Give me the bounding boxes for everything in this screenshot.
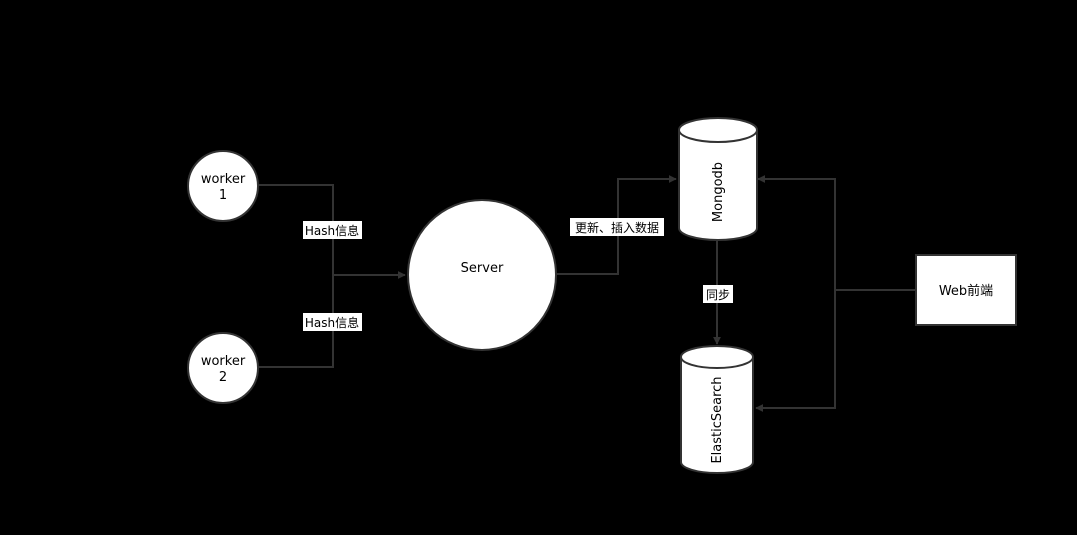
- svg-text:Hash信息: Hash信息: [305, 223, 359, 238]
- edge-label-server-to-mongodb: 更新、插入数据: [570, 218, 664, 236]
- edge-label-worker2: Hash信息: [303, 313, 362, 331]
- edge-label-sync: 同步: [703, 285, 733, 303]
- svg-text:Hash信息: Hash信息: [305, 315, 359, 330]
- worker-2-label: worker: [201, 354, 246, 369]
- elasticsearch-label: ElasticSearch: [710, 376, 725, 463]
- web-frontend-label: Web前端: [939, 283, 993, 299]
- edge-worker2-to-server: [258, 275, 334, 368]
- edge-web-to-elasticsearch: [755, 290, 836, 412]
- node-elasticsearch: ElasticSearch: [680, 345, 754, 474]
- node-mongodb: Mongodb: [678, 117, 758, 241]
- edge-web-to-mongodb: [757, 175, 915, 291]
- worker-2-number: 2: [219, 370, 227, 385]
- node-worker-2: worker 2: [187, 332, 259, 404]
- node-server: Server: [407, 199, 557, 351]
- node-worker-1: worker 1: [187, 150, 259, 222]
- server-label: Server: [461, 261, 504, 276]
- svg-text:同步: 同步: [706, 288, 730, 302]
- node-web-frontend: Web前端: [915, 254, 1017, 326]
- worker-1-number: 1: [219, 188, 227, 203]
- worker-1-label: worker: [201, 172, 246, 187]
- svg-text:更新、插入数据: 更新、插入数据: [575, 220, 659, 235]
- edge-label-worker1: Hash信息: [303, 221, 362, 239]
- mongodb-label: Mongodb: [711, 162, 726, 222]
